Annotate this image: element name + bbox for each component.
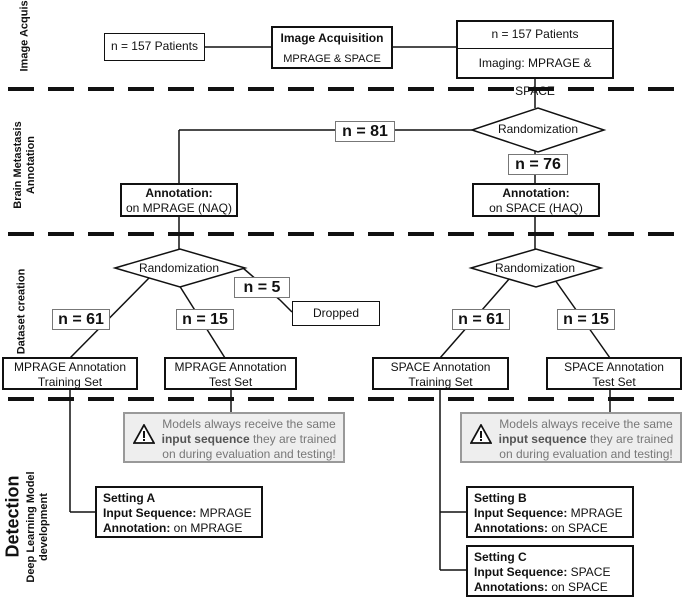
setting-b-seq: Input Sequence: MPRAGE [474,506,623,520]
note-left-bold: input sequence [161,432,250,446]
warning-icon [133,424,155,444]
dropped-label: Dropped [312,306,360,320]
section-label-dataset: Dataset creation [15,268,28,355]
count-n15-left: n = 15 [176,309,234,330]
patients-left-label: n = 157 Patients [110,39,199,53]
mprage-training-line1: MPRAGE Annotation [13,360,127,374]
annotation-mprage-box: Annotation: on MPRAGE (NAQ) [120,183,238,217]
note-left-line1: Models always receive the same [162,417,336,431]
patients-left-box: n = 157 Patients [104,33,205,61]
space-training-line1: SPACE Annotation [390,360,491,374]
setting-a-ann: Annotation: on MPRAGE [103,521,243,535]
mprage-test-line2: Test Set [208,375,253,389]
section-label-deep-learning: Deep Learning Model development [25,471,50,583]
space-test-set-box: SPACE Annotation Test Set [546,357,682,390]
image-acquisition-box: Image Acquisition MPRAGE & SPACE [271,26,393,69]
count-n15-right: n = 15 [557,309,615,330]
setting-a-box: Setting A Input Sequence: MPRAGE Annotat… [95,486,263,538]
note-right-line2: input sequence they are trained [496,432,676,447]
count-n61-right: n = 61 [452,309,510,330]
note-right-line1: Models always receive the same [499,417,673,431]
annotation-space-title: Annotation: [502,186,570,200]
warning-icon [470,424,492,444]
imaging-box: n = 157 Patients Imaging: MPRAGE & SPACE [456,20,614,98]
note-right-line3: on during evaluation and testing! [499,447,673,461]
note-right: Models always receive the same input seq… [460,412,682,463]
count-n76: n = 76 [508,154,568,175]
setting-c-seq: Input Sequence: SPACE [474,565,611,579]
note-left-line3: on during evaluation and testing! [162,447,336,461]
dropped-box: Dropped [292,301,380,326]
randomization-label-right: Randomization [494,261,576,275]
space-training-line2: Training Set [408,375,473,389]
setting-b-ann: Annotations: on SPACE [474,521,608,535]
annotation-mprage-title: Annotation: [145,186,213,200]
setting-c-box: Setting C Input Sequence: SPACE Annotati… [466,545,634,597]
randomization-label-left: Randomization [138,261,220,275]
mprage-training-line2: Training Set [37,375,103,389]
section-label-annotation: Brain Metastasis Annotation [12,121,37,209]
count-n81: n = 81 [335,121,395,142]
setting-c-ann: Annotations: on SPACE [474,580,608,594]
imaging-box-bottom: Imaging: MPRAGE & SPACE [478,56,592,98]
image-acquisition-sub: MPRAGE & SPACE [283,53,381,65]
note-right-bold: input sequence [498,432,587,446]
note-left: Models always receive the same input seq… [123,412,345,463]
annotation-space-box: Annotation: on SPACE (HAQ) [472,183,600,217]
mprage-test-set-box: MPRAGE Annotation Test Set [164,357,297,390]
setting-b-box: Setting B Input Sequence: MPRAGE Annotat… [466,486,634,538]
space-training-set-box: SPACE Annotation Training Set [372,357,509,390]
setting-a-title: Setting A [103,491,156,505]
space-test-line1: SPACE Annotation [564,360,664,374]
space-test-line2: Test Set [592,375,636,389]
section-label-detection: Detection [2,475,23,558]
mprage-training-set-box: MPRAGE Annotation Training Set [2,357,138,390]
count-n61-left: n = 61 [52,309,110,330]
randomization-label-top: Randomization [497,122,579,136]
setting-a-seq: Input Sequence: MPRAGE [103,506,252,520]
section-label-acquisition: Image Acquisition [18,0,31,72]
imaging-box-top: n = 157 Patients [458,22,612,49]
note-left-line2: input sequence they are trained [159,432,339,447]
mprage-test-line1: MPRAGE Annotation [174,360,287,374]
setting-b-title: Setting B [474,491,527,505]
note-right-line2-rest: they are trained [586,432,674,446]
count-n5: n = 5 [234,277,290,298]
annotation-mprage-sub: on MPRAGE (NAQ) [125,201,233,215]
note-left-line2-rest: they are trained [249,432,337,446]
setting-c-title: Setting C [474,550,527,564]
annotation-space-sub: on SPACE (HAQ) [489,201,583,215]
image-acquisition-title: Image Acquisition [280,31,384,45]
